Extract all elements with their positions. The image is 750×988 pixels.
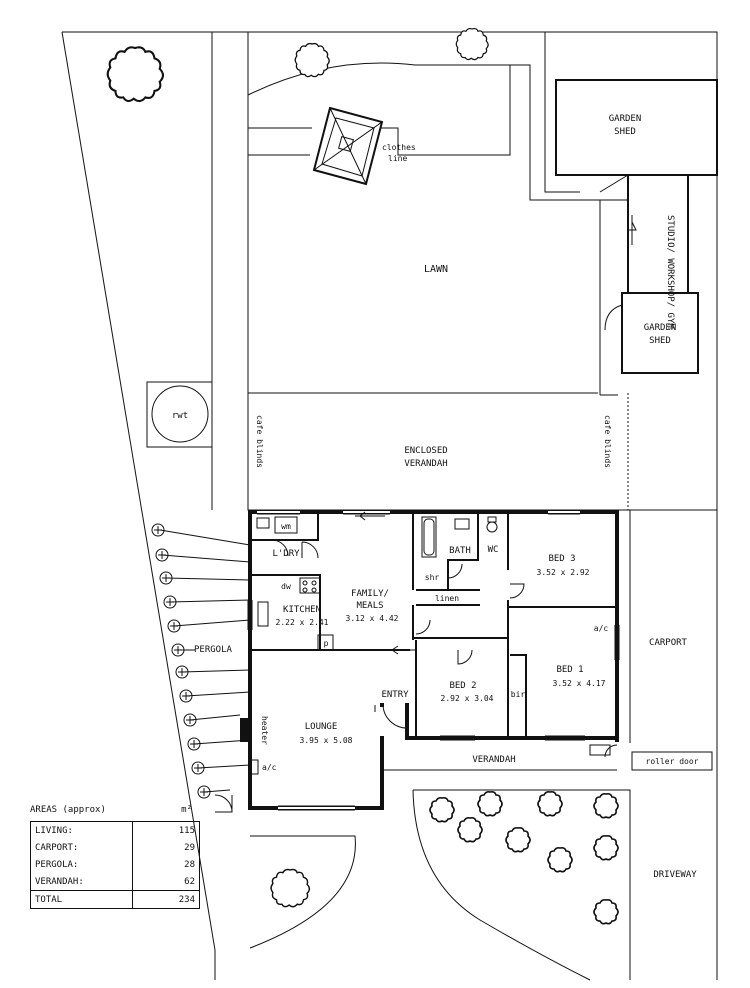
bush-icon (429, 796, 455, 823)
svg-text:SHED: SHED (649, 336, 671, 346)
bush-icon (547, 846, 573, 873)
lounge-label: LOUNGE (305, 722, 338, 732)
svg-text:p: p (324, 639, 329, 648)
studio: STUDIO/ WORKSHOP/ GYM (627, 174, 689, 329)
svg-text:3.52 x 2.92: 3.52 x 2.92 (537, 568, 590, 577)
bush-icon (593, 898, 619, 925)
svg-text:3.95 x 5.08: 3.95 x 5.08 (300, 736, 353, 745)
pergola: PERGOLA (151, 523, 251, 813)
svg-text:bir: bir (511, 690, 526, 699)
bush-icon (593, 792, 619, 819)
svg-text:a/c: a/c (594, 624, 609, 633)
svg-text:clothes: clothes (382, 143, 416, 152)
garden-path (247, 62, 628, 201)
table-row: PERGOLA: 28 (31, 856, 200, 873)
sink-icon (257, 601, 269, 627)
washing-machine (274, 516, 298, 534)
tree-icon (455, 27, 489, 61)
svg-text:ENCLOSED: ENCLOSED (404, 446, 447, 456)
svg-text:MEALS: MEALS (356, 601, 383, 611)
tree-icon (294, 42, 330, 78)
svg-text:wm: wm (281, 522, 291, 531)
areas-unit: m² (181, 805, 192, 815)
enclosed-verandah: cafe blinds cafe blinds ENCLOSED VERANDA… (247, 393, 629, 510)
lawn-label: LAWN (424, 264, 448, 275)
svg-text:dw: dw (281, 582, 291, 591)
garden-shed-top: GARDEN SHED (555, 79, 718, 176)
bush-icon (477, 790, 503, 817)
bed1-label: BED 1 (556, 665, 583, 675)
table-row: CARPORT: 29 (31, 839, 200, 856)
svg-text:PERGOLA: PERGOLA (194, 645, 233, 655)
bed2-label: BED 2 (449, 681, 476, 691)
carport-label: CARPORT (649, 638, 688, 648)
total-row: TOTAL 234 (30, 890, 200, 909)
svg-text:GARDEN: GARDEN (644, 323, 677, 333)
svg-text:VERANDAH: VERANDAH (404, 459, 447, 469)
bush-icon (537, 790, 563, 817)
svg-text:rwt: rwt (172, 411, 188, 421)
bath-label: BATH (449, 546, 471, 556)
svg-text:heater: heater (260, 716, 269, 745)
stove-icon (299, 577, 321, 594)
heater-icon (240, 718, 250, 742)
toilet-icon (486, 521, 498, 533)
clothes-line: clothes line (312, 106, 416, 186)
rainwater-tank: rwt (146, 381, 213, 448)
svg-text:roller door: roller door (646, 757, 699, 766)
svg-text:cafe blinds: cafe blinds (255, 415, 264, 468)
svg-text:3.52 x 4.17: 3.52 x 4.17 (553, 679, 606, 688)
bush-icon (505, 826, 531, 853)
driveway-label: DRIVEWAY (653, 870, 697, 880)
svg-text:WC: WC (488, 545, 499, 555)
svg-text:SHED: SHED (614, 127, 636, 137)
svg-text:shr: shr (425, 573, 440, 582)
bed3-label: BED 3 (548, 554, 575, 564)
tree-icon (106, 46, 164, 103)
svg-text:GARDEN: GARDEN (609, 114, 642, 124)
tree-icon (270, 868, 311, 908)
house: wm L'DRY FAMILY/ MEALS 3.12 x 4.42 dw (240, 509, 620, 811)
entry-label: ENTRY (381, 690, 409, 700)
kitchen-label: KITCHEN (283, 605, 321, 615)
garden-shed-right: GARDEN SHED (604, 292, 699, 374)
svg-text:2.22 x 2.41: 2.22 x 2.41 (276, 618, 329, 627)
bath-icon (421, 516, 437, 558)
verandah-label: VERANDAH (472, 755, 515, 765)
table-row: LIVING: 115 (31, 821, 200, 839)
svg-text:3.12 x 4.42: 3.12 x 4.42 (346, 614, 399, 623)
roller-door (631, 751, 713, 771)
svg-text:STUDIO/ WORKSHOP/ GYM: STUDIO/ WORKSHOP/ GYM (665, 215, 675, 329)
svg-text:a/c: a/c (262, 763, 277, 772)
svg-text:cafe blinds: cafe blinds (603, 415, 612, 468)
family-meals-label: FAMILY/ (351, 589, 389, 599)
svg-text:2.92 x 3.04: 2.92 x 3.04 (441, 694, 494, 703)
laundry-label: L'DRY (272, 549, 300, 559)
areas-title: AREAS (approx) (30, 805, 106, 815)
table-row: VERANDAH: 62 (31, 873, 200, 891)
bush-icon (593, 834, 619, 861)
bush-icon (457, 816, 483, 843)
areas-table: AREAS (approx) m² LIVING: 115 CARPORT: 2… (30, 805, 210, 909)
svg-text:line: line (388, 154, 407, 163)
svg-text:linen: linen (435, 594, 459, 603)
